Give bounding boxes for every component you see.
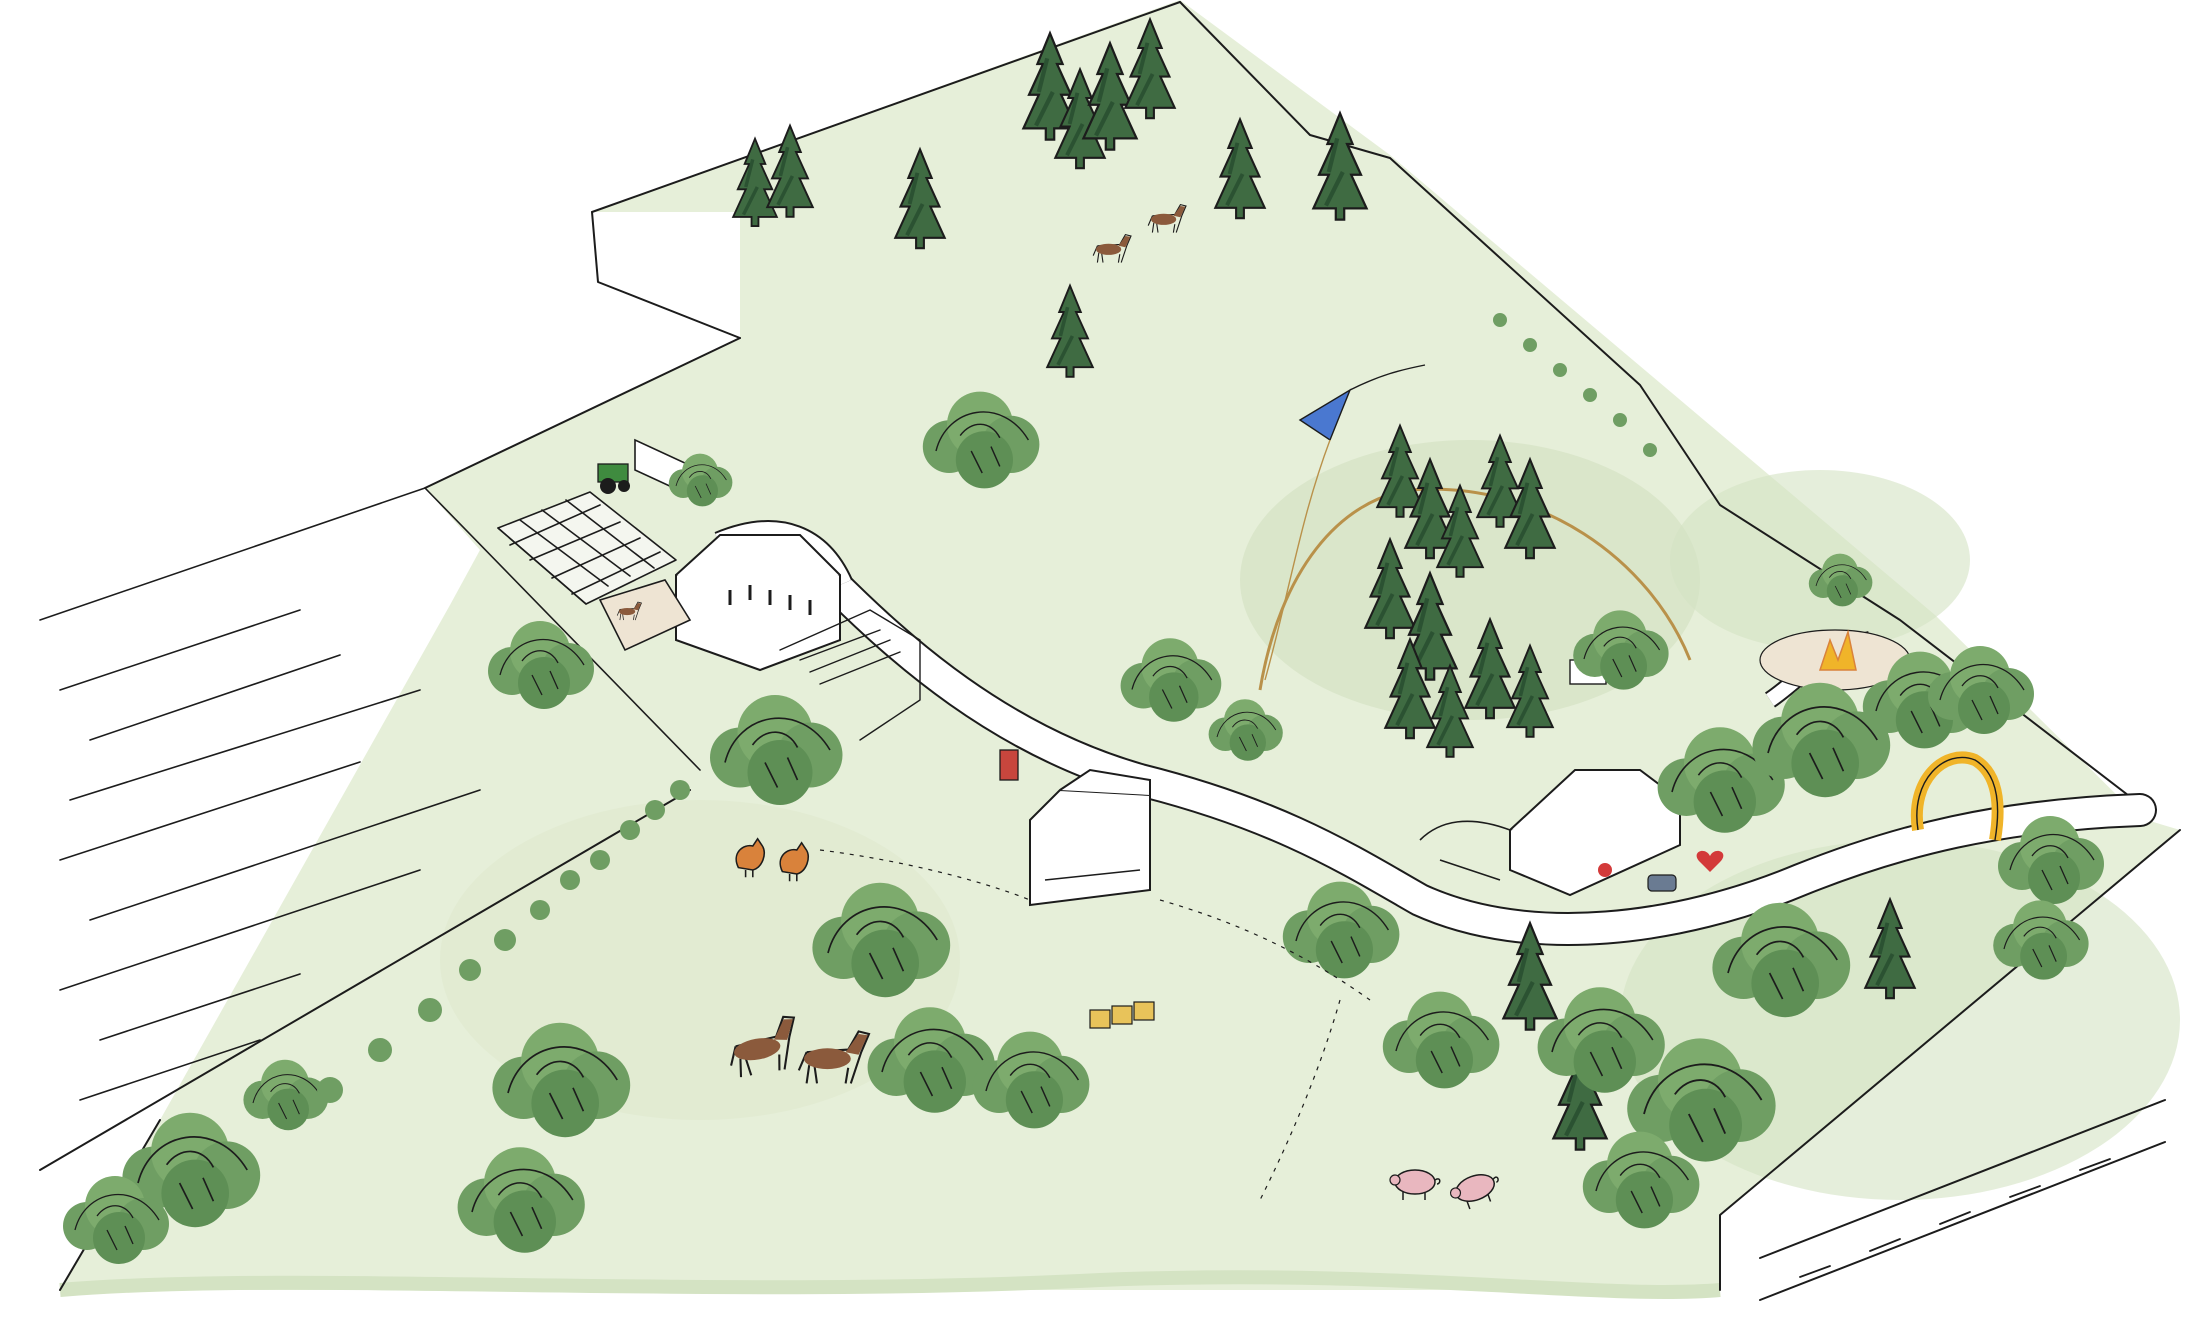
barn: [999, 749, 1151, 907]
road: [1759, 1099, 2166, 1301]
campfire: [1759, 629, 1911, 691]
footpaths: [819, 849, 1371, 1201]
stable: [598, 579, 692, 652]
plowed-field: [39, 487, 701, 1171]
boundary-hedge: [1493, 313, 1657, 457]
beehives: [1089, 1001, 1155, 1029]
arch: [1910, 751, 2004, 841]
hedgerow: [317, 780, 690, 1103]
farmhouse: [675, 534, 841, 672]
greenhouse: [497, 491, 677, 605]
parking-area: [779, 609, 921, 741]
tractor: [597, 463, 630, 494]
kite: [1264, 364, 1426, 681]
